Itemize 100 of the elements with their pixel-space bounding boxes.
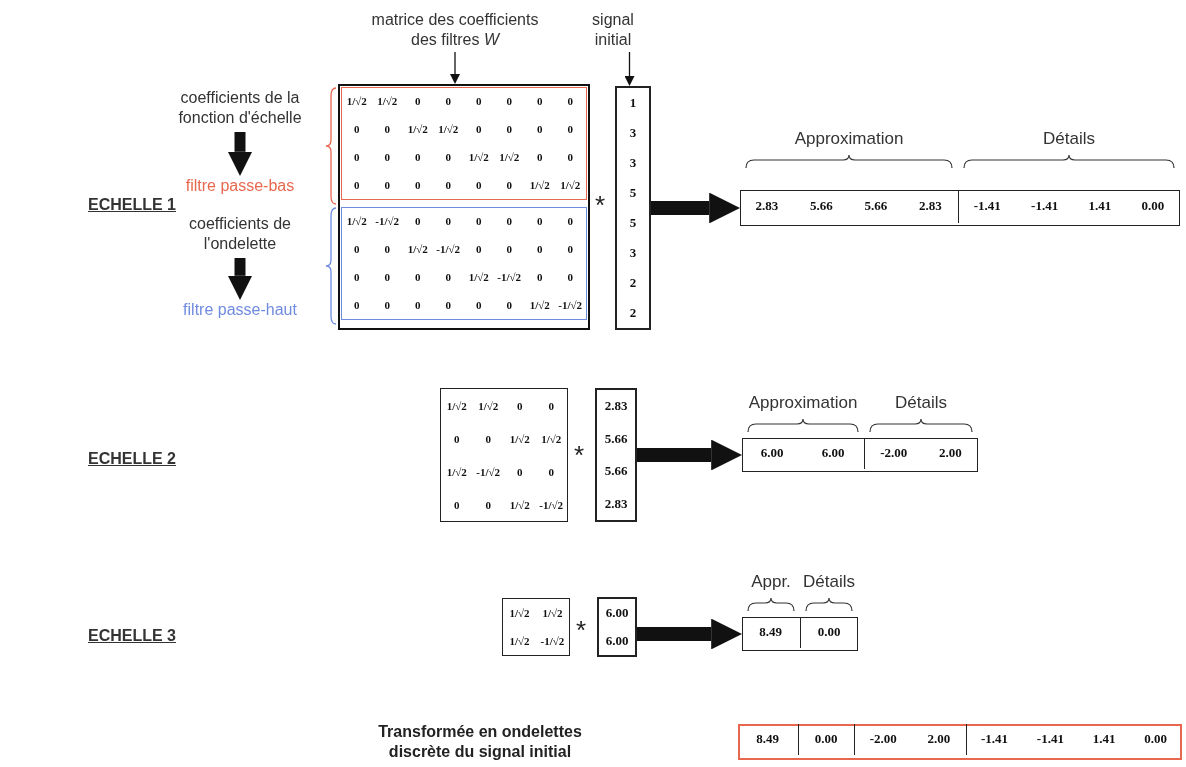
matrix-entry: 1/√2 (478, 399, 499, 412)
matrix-box (338, 84, 590, 330)
matrix-entry: -1/√2 (476, 465, 501, 478)
vector-entry: 6.00 (605, 633, 629, 649)
coefficient-value: 0.00 (814, 731, 838, 747)
result-row (740, 190, 1180, 226)
coefficient-value: 1.41 (1088, 198, 1112, 214)
coefficient-value: 1.41 (1092, 731, 1116, 747)
result-row (742, 438, 978, 472)
matrix-entry: 1/√2 (509, 635, 530, 647)
matrix-box (502, 598, 570, 656)
vector-box (595, 388, 637, 522)
matrix-entry: 1/√2 (509, 432, 530, 445)
matrix-entry: 1/√2 (560, 178, 581, 191)
matrix-entry: 0 (506, 243, 512, 256)
coefficient-value: 0.00 (1141, 198, 1165, 214)
matrix-entry: 0 (567, 215, 573, 228)
matrix-entry: 0 (415, 150, 421, 163)
vector-entry: 2.83 (604, 398, 628, 415)
section-label: Détails (803, 572, 855, 592)
matrix-entry: 0 (354, 123, 360, 136)
matrix-entry: 0 (567, 150, 573, 163)
submatrix-box (340, 206, 587, 320)
vector-entry: 5 (629, 185, 637, 201)
coefficient-value: 8.49 (756, 731, 779, 747)
matrix-entry: 0 (354, 270, 360, 283)
block-arrow (637, 618, 742, 650)
matrix-entry: 1/√2 (407, 243, 428, 256)
matrix-entry: 1/√2 (509, 607, 530, 619)
matrix-entry: 1/√2 (529, 298, 550, 311)
matrix-entry: -1/√2 (436, 243, 461, 256)
annotation-text: coefficients de l'ondelette (155, 214, 325, 258)
matrix-entry: 0 (537, 215, 543, 228)
arrow (450, 51, 460, 84)
annotation-text: signal initial (582, 10, 644, 52)
coefficient-value: -1.41 (1031, 198, 1059, 214)
matrix-entry: 0 (415, 95, 421, 108)
matrix-entry: 0 (548, 465, 554, 478)
matrix-entry: 1/√2 (446, 399, 467, 412)
vector-entry: 2.83 (604, 495, 628, 512)
scale-heading: ECHELLE 2 (88, 450, 176, 468)
vector-entry: 3 (629, 155, 637, 171)
matrix-entry: 0 (537, 150, 543, 163)
matrix-entry: 1/√2 (468, 150, 489, 163)
matrix-entry: 0 (567, 270, 573, 283)
matrix-entry: 0 (354, 178, 360, 191)
block-arrow (651, 192, 740, 224)
coefficient-value: 2.83 (755, 198, 779, 214)
matrix-entry: 0 (384, 150, 390, 163)
scale-heading: ECHELLE 1 (88, 196, 176, 214)
matrix-entry: 1/√2 (499, 150, 520, 163)
matrix-entry: 0 (445, 215, 451, 228)
matrix-entry: 0 (537, 123, 543, 136)
matrix-entry: 0 (454, 498, 460, 511)
coefficient-value: 6.00 (821, 445, 845, 461)
matrix-entry: 0 (485, 432, 491, 445)
matrix-entry: -1/√2 (540, 635, 565, 647)
matrix-entry: 0 (537, 95, 543, 108)
convolution-symbol: * (576, 615, 587, 646)
matrix-entry: 0 (445, 270, 451, 283)
vector-entry: 5.66 (604, 463, 628, 480)
matrix-entry: 1/√2 (346, 215, 367, 228)
coefficient-value: 2.83 (918, 198, 942, 214)
matrix-box (440, 388, 568, 522)
matrix-entry: 0 (537, 270, 543, 283)
matrix-entry: -1/√2 (497, 270, 522, 283)
coefficient-value: -2.00 (869, 731, 897, 747)
vector-entry: 2 (629, 275, 637, 291)
matrix-entry: 0 (537, 243, 543, 256)
matrix-entry: 0 (384, 123, 390, 136)
vector-entry: 3 (629, 245, 637, 261)
coefficient-value: 0.00 (1144, 731, 1168, 747)
matrix-entry: 0 (567, 243, 573, 256)
block-arrow (227, 258, 253, 300)
matrix-entry: 0 (415, 270, 421, 283)
vector-box (615, 86, 651, 330)
matrix-entry: 0 (506, 298, 512, 311)
matrix-entry: 1/√2 (407, 123, 428, 136)
matrix-entry: 0 (506, 123, 512, 136)
caption-text: Transformée en ondelettes discrète du signal initial (377, 722, 583, 762)
matrix-entry: 0 (476, 215, 482, 228)
convolution-symbol: * (595, 190, 606, 221)
matrix-entry: 1/√2 (468, 270, 489, 283)
matrix-entry: 0 (567, 123, 573, 136)
matrix-entry: 0 (567, 95, 573, 108)
matrix-entry: 0 (476, 95, 482, 108)
matrix-entry: 1/√2 (509, 498, 530, 511)
matrix-entry: -1/√2 (375, 215, 400, 228)
submatrix-box (340, 86, 587, 200)
vector-entry: 2 (629, 305, 637, 321)
section-label: Approximation (748, 393, 858, 413)
coefficient-value: 6.00 (760, 445, 784, 461)
matrix-entry: 1/√2 (438, 123, 459, 136)
matrix-entry: 0 (384, 298, 390, 311)
coefficient-value: 5.66 (809, 198, 833, 214)
matrix-entry: 0 (506, 215, 512, 228)
section-label: Approximation (794, 129, 904, 149)
convolution-symbol: * (574, 440, 585, 471)
coefficient-value: 2.00 (927, 731, 951, 747)
matrix-entry: 0 (485, 498, 491, 511)
